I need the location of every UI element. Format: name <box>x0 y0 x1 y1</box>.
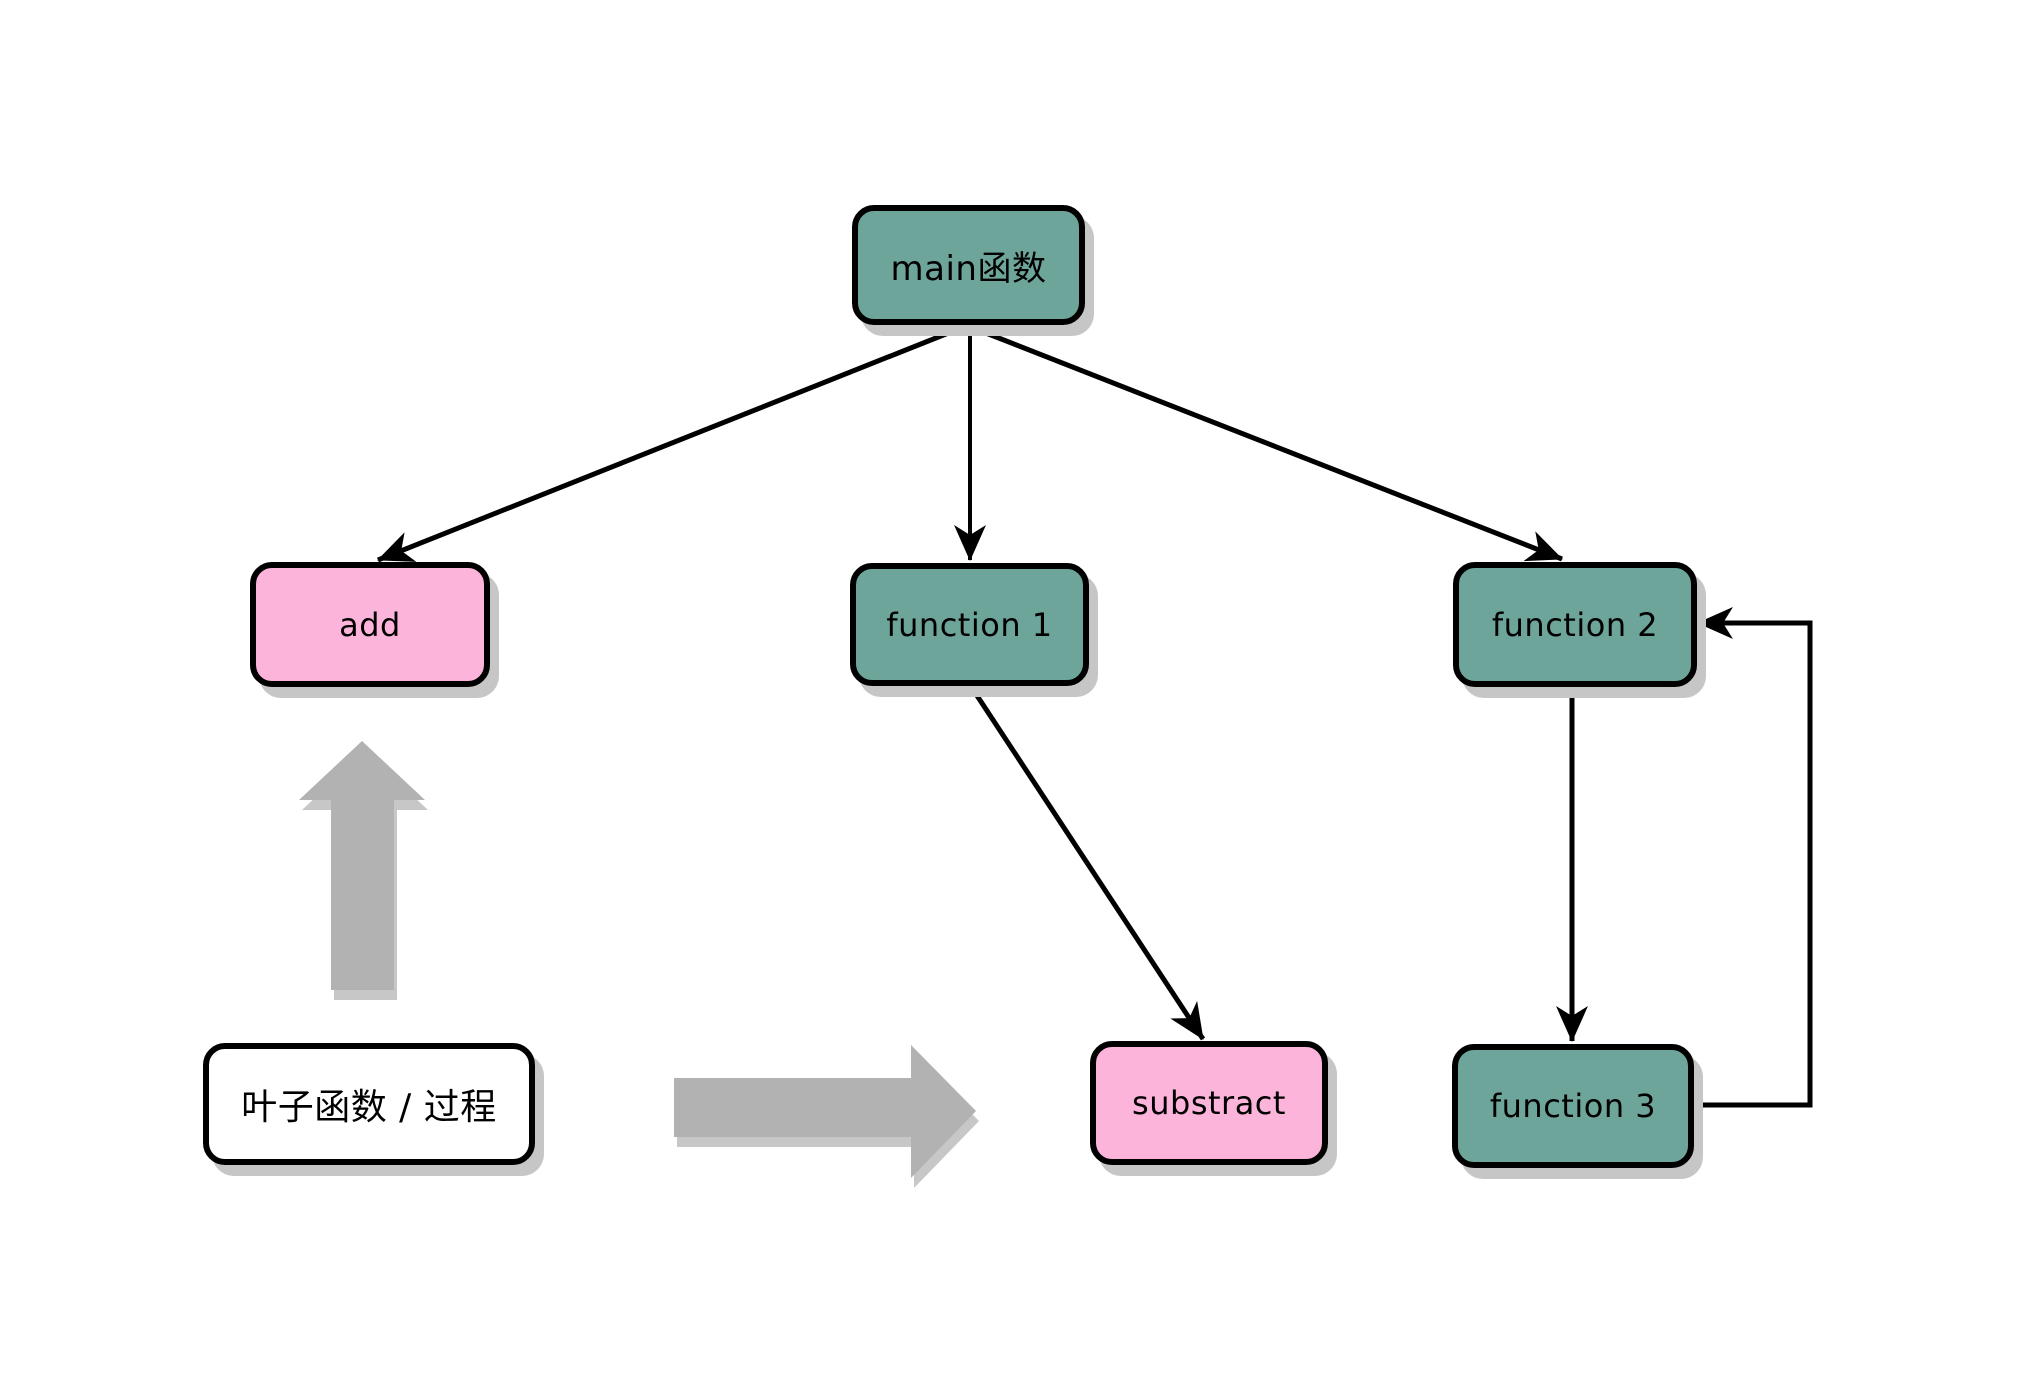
node-function1: function 1 <box>850 563 1089 686</box>
connector-function1-to-substract <box>969 686 1206 1041</box>
node-function3-label: function 3 <box>1489 1087 1657 1125</box>
node-function2-label: function 2 <box>1491 605 1659 644</box>
node-substract-label: substract <box>1132 1084 1286 1122</box>
node-substract: substract <box>1090 1041 1328 1165</box>
right-arrow-icon <box>674 1045 976 1178</box>
connector-main-to-add <box>377 323 967 563</box>
node-main-function: main函数 <box>852 205 1085 325</box>
legend-leaf-function: 叶子函数 / 过程 <box>203 1043 535 1165</box>
node-main-label: main函数 <box>890 248 1047 289</box>
up-arrow-icon <box>299 741 425 990</box>
legend-label: 叶子函数 / 过程 <box>241 1087 497 1128</box>
node-add: add <box>250 562 490 687</box>
node-function3: function 3 <box>1452 1044 1694 1168</box>
node-function1-label: function 1 <box>886 605 1053 644</box>
node-add-label: add <box>339 605 401 644</box>
connector-function3-loop-to-function2 <box>1694 607 1813 1108</box>
connector-main-to-function2 <box>967 323 1563 562</box>
node-function2: function 2 <box>1453 562 1697 687</box>
